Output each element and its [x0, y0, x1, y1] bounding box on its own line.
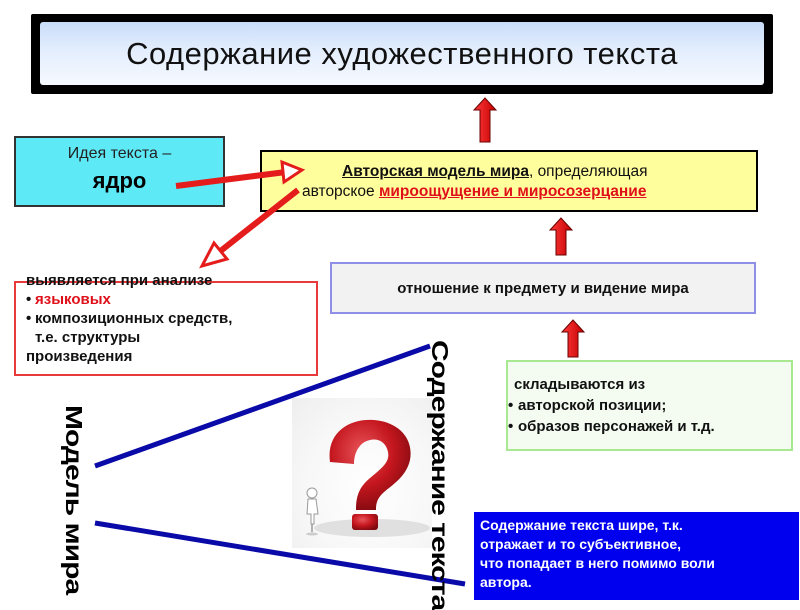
- author-model-defining: , определяющая: [528, 163, 648, 180]
- up-arrow-icon: [548, 217, 574, 256]
- analysis-item-label: композиционных средств,: [35, 310, 233, 327]
- model-world-label: Модель мира: [60, 405, 87, 595]
- analysis-item: •языковых: [26, 290, 326, 309]
- author-model-plain: авторское: [302, 183, 379, 200]
- content-wider-line: что попадает в него помимо воли: [480, 555, 715, 571]
- analysis-item: т.е. структуры: [26, 328, 326, 347]
- bullet-icon: •: [508, 418, 514, 435]
- analysis-box: [14, 281, 318, 376]
- author-model-box: Авторская модель мира, определяющая авто…: [260, 150, 758, 212]
- author-model-line2: авторское мироощущение и миросозерцание: [262, 182, 756, 202]
- relation-text: отношение к предмету и видение мира: [397, 279, 689, 297]
- formed-item: •образов персонажей и т.д.: [508, 416, 793, 437]
- formed-lead: складываются из: [514, 376, 646, 393]
- author-model-term: Авторская модель мира: [342, 163, 529, 180]
- analysis-item: •композиционных средств,: [26, 309, 326, 328]
- title-panel: Содержание художественного текста: [40, 22, 764, 85]
- content-text-label: Содержание текста: [426, 340, 453, 610]
- blue-line-upper: [94, 343, 431, 469]
- content-wider-line: автора.: [480, 574, 532, 590]
- content-wider-box: Содержание текста шире, т.к. отражает и …: [474, 512, 799, 600]
- analysis-item: произведения: [26, 347, 326, 366]
- question-mark-icon: [314, 419, 430, 537]
- page-title: Содержание художественного текста: [126, 35, 678, 71]
- up-arrow-icon: [560, 319, 586, 358]
- worldview-term: мироощущение и миросозерцание: [378, 183, 647, 200]
- analysis-text: выявляется при анализе •языковых •композ…: [26, 271, 326, 366]
- arrow-idea-to-model-icon: [175, 159, 306, 189]
- formed-box: [506, 360, 793, 451]
- formed-item-label: авторской позиции;: [518, 397, 667, 414]
- idea-core: ядро: [92, 168, 147, 193]
- content-wider-line: отражает и то субъективное,: [480, 536, 682, 552]
- bullet-icon: •: [26, 291, 32, 308]
- analysis-lead: выявляется при анализе: [26, 272, 213, 289]
- idea-box: Идея текста – ядро: [14, 136, 225, 207]
- idea-caption: Идея текста –: [67, 145, 172, 162]
- up-arrow-icon: [472, 97, 498, 143]
- formed-text: складываются из •авторской позиции; •обр…: [508, 374, 793, 437]
- thinking-figure-icon: [306, 487, 319, 536]
- content-wider-line: Содержание текста шире, т.к.: [480, 517, 683, 533]
- arrow-model-to-analysis-icon: [199, 187, 300, 269]
- blue-line-lower: [94, 520, 466, 587]
- bullet-icon: •: [26, 310, 32, 327]
- analysis-item-label: произведения: [26, 348, 133, 365]
- author-model-line1: Авторская модель мира, определяющая: [262, 162, 756, 182]
- analysis-item-label: языковых: [35, 291, 111, 308]
- analysis-item-label: т.е. структуры: [35, 329, 141, 346]
- formed-item-label: образов персонажей и т.д.: [518, 418, 715, 435]
- bullet-icon: •: [508, 397, 514, 414]
- relation-box: отношение к предмету и видение мира: [330, 262, 756, 314]
- formed-item: •авторской позиции;: [508, 395, 793, 416]
